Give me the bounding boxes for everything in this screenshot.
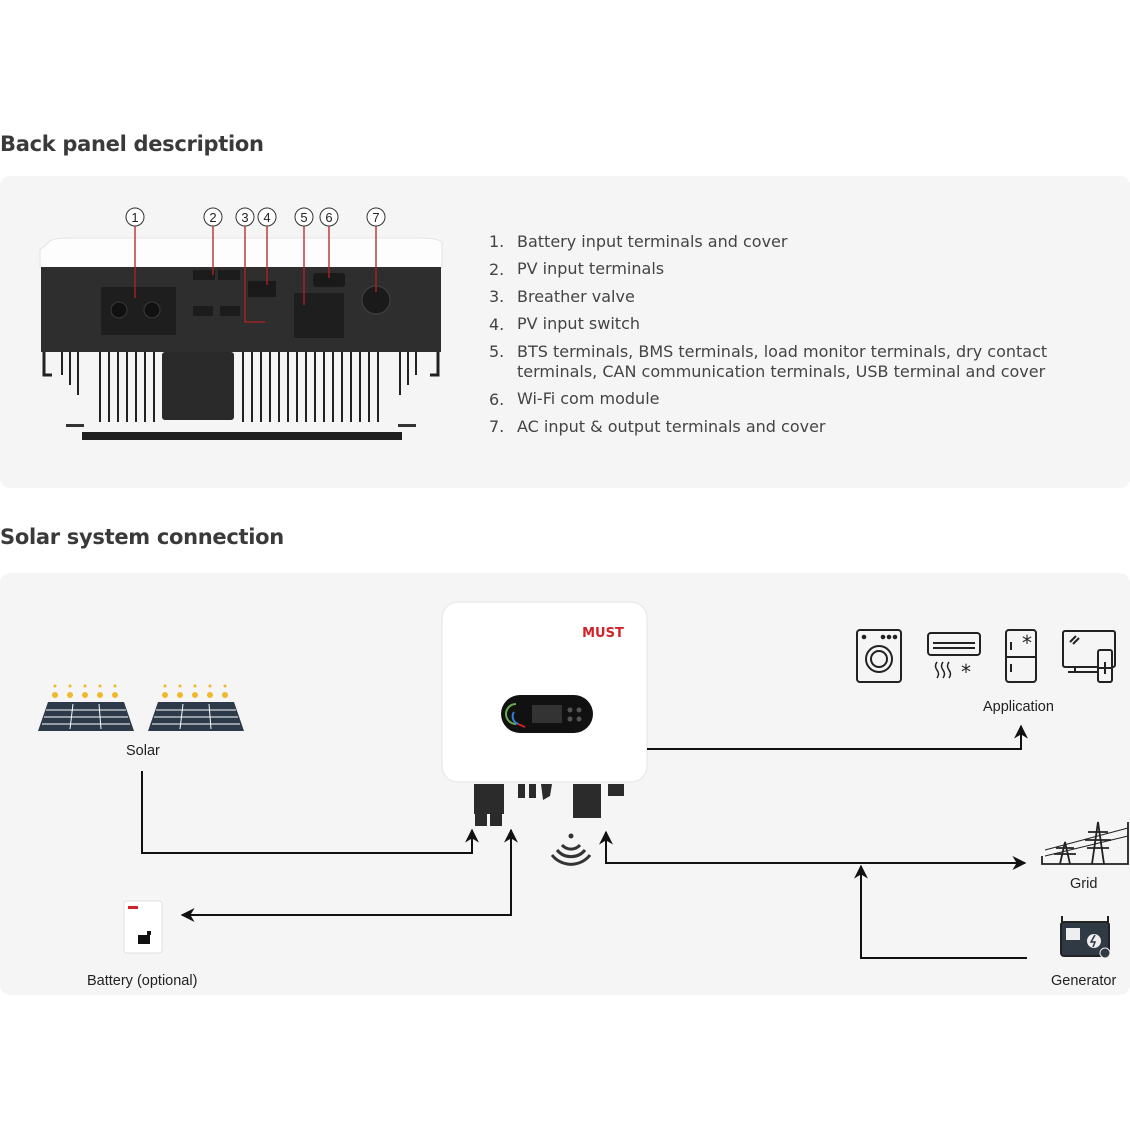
- air-conditioner-icon: *: [927, 632, 981, 684]
- washing-machine-icon: [856, 629, 902, 683]
- callout-5: 5: [294, 207, 314, 227]
- tv-remote-icon: [1062, 630, 1116, 683]
- comm-terminal-cover: [294, 293, 344, 338]
- svg-text:6: 6: [325, 210, 332, 225]
- heatsink-fins: [61, 352, 417, 422]
- generator-label: Generator: [1051, 973, 1117, 989]
- legend-item: 2.PV input terminals: [489, 259, 665, 279]
- inverter-grid-line: [599, 830, 1027, 870]
- svg-text:*: *: [961, 660, 971, 684]
- mount-bracket-left: [42, 352, 52, 377]
- connection-lines: [141, 724, 1028, 959]
- generator-icon: [1060, 916, 1111, 959]
- legend-item: 6.Wi-Fi com module: [489, 389, 660, 409]
- pv-switch: [248, 281, 276, 297]
- legend-item: 4.PV input switch: [489, 314, 640, 334]
- application-label: Application: [983, 699, 1054, 715]
- inverter-top-cover: [39, 237, 443, 269]
- sun-dots-icon: [52, 684, 228, 698]
- heatsink-base: [82, 432, 402, 440]
- inverter-screen: [532, 705, 562, 723]
- application-icons: * *: [856, 629, 1116, 684]
- svg-text:4: 4: [263, 210, 270, 225]
- legend-item: 7.AC input & output terminals and cover: [489, 416, 826, 436]
- solar-panel-icon: [38, 684, 244, 731]
- generator-to-bus-line: [854, 864, 1027, 959]
- callout-6: 6: [319, 207, 339, 227]
- inverter-front-icon: MUST: [441, 601, 648, 826]
- wifi-icon: [550, 833, 592, 866]
- callouts: 1 2 3 4 5 6 7: [125, 207, 386, 227]
- back-panel-title: Back panel description: [0, 132, 264, 156]
- battery-label: Battery (optional): [87, 973, 198, 989]
- grid-label: Grid: [1070, 876, 1098, 892]
- svg-text:5: 5: [300, 210, 307, 225]
- wifi-module: [313, 273, 345, 287]
- mount-bracket-right: [430, 352, 440, 377]
- back-panel-legend: 1.Battery input terminals and cover 2.PV…: [489, 228, 1087, 441]
- solar-connection-title: Solar system connection: [0, 525, 284, 549]
- legend-item: 3.Breather valve: [489, 286, 635, 306]
- svg-text:7: 7: [372, 210, 379, 225]
- svg-text:3: 3: [241, 210, 248, 225]
- legend-item: 1.Battery input terminals and cover: [489, 231, 788, 251]
- inverter-battery-line: [180, 828, 518, 922]
- grid-tower-icon: [1041, 821, 1129, 865]
- svg-text:*: *: [1022, 631, 1032, 655]
- inverter-to-application-line: [647, 724, 1028, 750]
- solar-to-inverter-line: [141, 771, 479, 854]
- svg-text:1: 1: [131, 210, 138, 225]
- solar-label: Solar: [126, 743, 160, 759]
- refrigerator-icon: *: [1005, 629, 1037, 683]
- legend-item: 5.BTS terminals, BMS terminals, load mon…: [489, 341, 1048, 381]
- svg-text:2: 2: [209, 210, 216, 225]
- brand-logo: MUST: [582, 626, 624, 641]
- cable-box: [162, 352, 234, 420]
- battery-icon: [123, 900, 163, 954]
- callout-leaders: [134, 226, 377, 323]
